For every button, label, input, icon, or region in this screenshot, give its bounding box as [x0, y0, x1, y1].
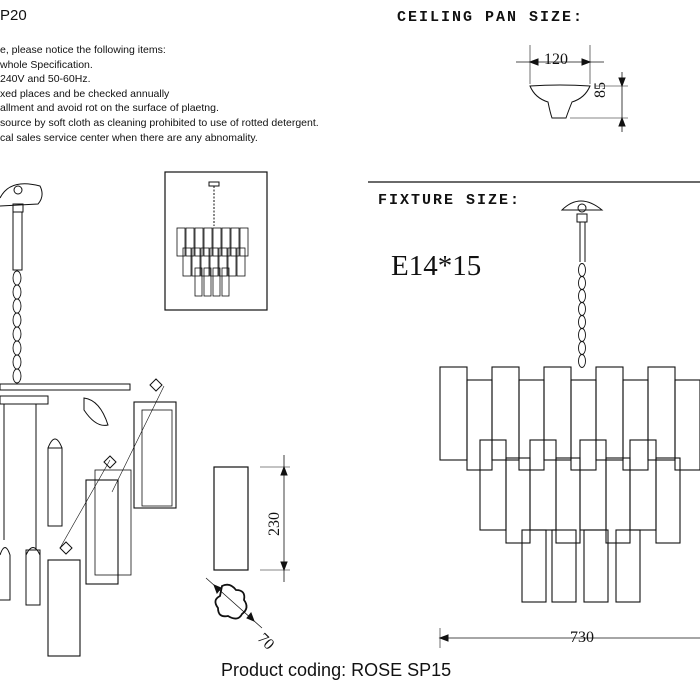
- fixture-width-label: 730: [570, 629, 594, 646]
- pan-height-label: 85: [592, 82, 609, 98]
- product-coding: Product coding: ROSE SP15: [221, 660, 452, 680]
- fixture-size-title: FIXTURE SIZE:: [378, 192, 522, 209]
- model-code-fragment: P20: [0, 7, 27, 24]
- note-line: 240V and 50-60Hz.: [0, 73, 91, 86]
- ceiling-pan-title: CEILING PAN SIZE:: [397, 9, 585, 26]
- fixture-front-drawing: [438, 200, 700, 648]
- instruction-notes: e, please notice the following items: wh…: [0, 43, 319, 145]
- note-line: allment and avoid rot on the surface of …: [0, 102, 219, 115]
- note-line: cal sales service center when there are …: [0, 131, 258, 144]
- thumbnail-frame: [164, 171, 268, 311]
- ceiling-pan-drawing: [516, 45, 628, 132]
- exploded-view-drawing: [0, 183, 177, 657]
- note-line: whole Specification.: [0, 58, 93, 71]
- note-line: e, please notice the following items:: [0, 44, 166, 56]
- note-line: xed places and be checked annually: [0, 87, 170, 100]
- glass-height-label: 230: [266, 512, 283, 536]
- bulb-spec: E14*15: [391, 250, 482, 282]
- pan-width-label: 120: [544, 51, 568, 68]
- note-line: source by soft cloth as cleaning prohibi…: [0, 116, 319, 129]
- glass-panel-detail: [205, 455, 290, 629]
